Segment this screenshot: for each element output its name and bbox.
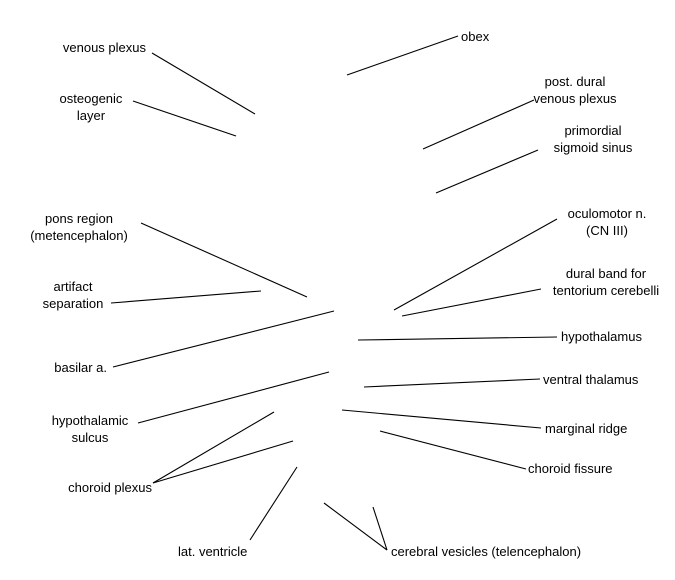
leader-cerebral-vesicles-b (372, 506, 388, 551)
leader-obex (346, 35, 459, 76)
label-basilar-a: basilar a. (54, 360, 107, 375)
label-obex: obex (461, 29, 490, 44)
leader-ventral-thalamus (363, 378, 541, 388)
label-venous-plexus: venous plexus (62, 40, 146, 55)
leader-hypothalamic-sulcus (137, 371, 330, 424)
label-lat-ventricle: lat. ventricle (178, 544, 248, 559)
label-cerebral-vesicles: cerebral vesicles (telencephalon) (391, 544, 582, 559)
leader-dural-band (401, 288, 542, 317)
leader-artifact-separation (110, 290, 262, 304)
leader-primordial-sigmoid-sinus (435, 149, 539, 194)
leader-cerebral-vesicles-a (323, 502, 388, 551)
leader-pons-region (140, 222, 308, 298)
label-hypothalamus: hypothalamus (561, 329, 642, 344)
label-choroid-fissure: choroid fissure (528, 461, 613, 476)
leader-osteogenic-layer (132, 100, 237, 137)
label-ventral-thalamus: ventral thalamus (543, 372, 639, 387)
leader-venous-plexus (151, 52, 256, 115)
leader-hypothalamus (357, 336, 558, 341)
leader-choroid-plexus-a (152, 411, 275, 484)
label-choroid-plexus: choroid plexus (68, 480, 152, 495)
leader-choroid-plexus-b (152, 440, 294, 484)
leader-choroid-fissure (379, 430, 527, 470)
label-pons-region: pons region(metencephalon) (30, 211, 128, 243)
leader-basilar-a (112, 310, 335, 368)
leader-lat-ventricle (249, 466, 298, 541)
leader-marginal-ridge (341, 409, 542, 429)
leader-post-dural-venous-plexus (422, 99, 535, 150)
label-oculomotor-n: oculomotor n.(CN III) (567, 206, 647, 238)
label-marginal-ridge: marginal ridge (545, 421, 628, 436)
leader-oculomotor-n (393, 218, 558, 311)
